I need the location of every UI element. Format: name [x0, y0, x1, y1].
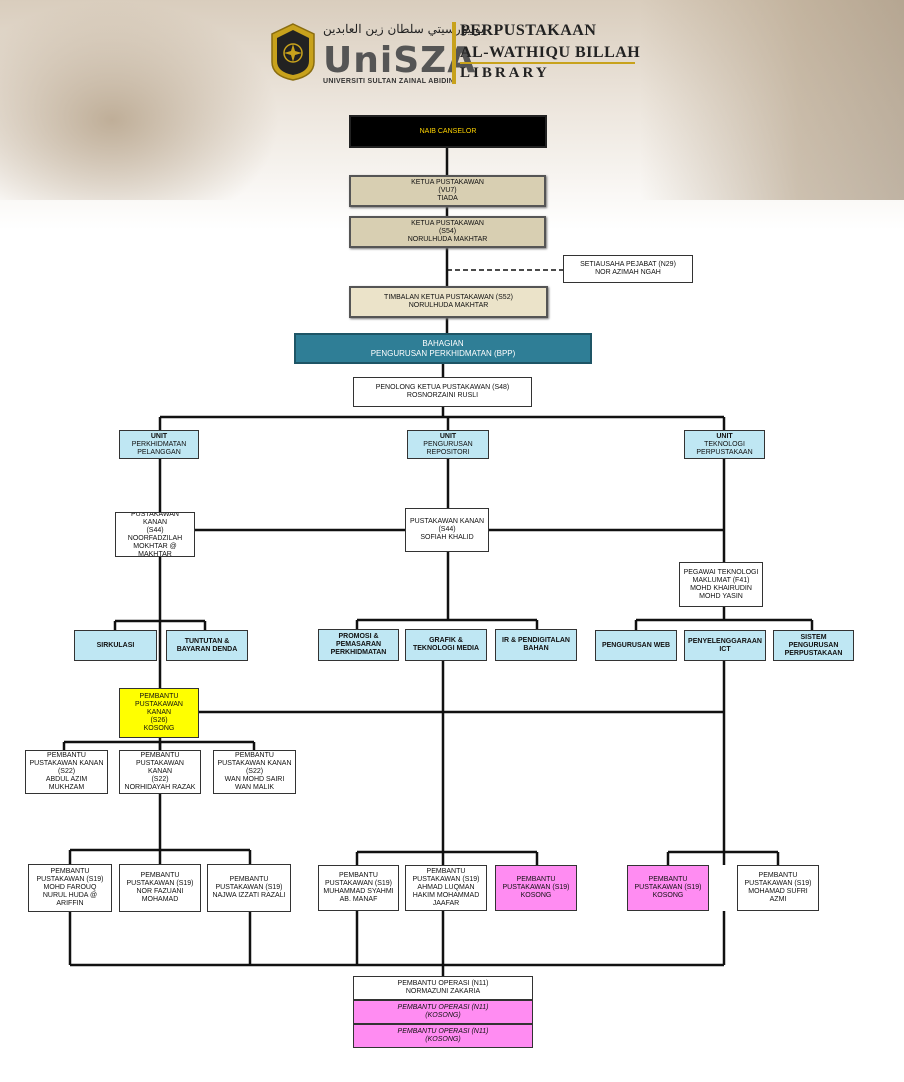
box-ketua-pustakawan-vu7: KETUA PUSTAKAWAN (VU7) TIADA [349, 175, 546, 207]
box-pembantu-operasi-3: PEMBANTU OPERASI (N11) (KOSONG) [353, 1024, 533, 1048]
box-pembantu-pustakawan-kanan-s22-1: PEMBANTU PUSTAKAWAN KANAN (S22) ABDUL AZ… [25, 750, 108, 794]
logo-divider [452, 22, 456, 84]
uni-wordmark: UniSZA [323, 40, 477, 81]
box-ketua-pustakawan-s54: KETUA PUSTAKAWAN (S54) NORULHUDA MAKHTAR [349, 216, 546, 248]
box-pustakawan-kanan-2: PUSTAKAWAN KANAN (S44) SOFIAH KHALID [405, 508, 489, 552]
box-unit-teknologi-perpustakaan: UNIT TEKNOLOGI PERPUSTAKAAN [684, 430, 765, 459]
box-pembantu-pustakawan-kanan-s22-3: PEMBANTU PUSTAKAWAN KANAN (S22) WAN MOHD… [213, 750, 296, 794]
box-pembantu-pustakawan-s19-8: PEMBANTU PUSTAKAWAN (S19) MOHAMAD SUFRI … [737, 865, 819, 911]
box-penyelenggaraan-ict: PENYELENGGARAAN ICT [684, 630, 766, 661]
box-unit-pengurusan-repositori: UNIT PENGURUSAN REPOSITORI [407, 430, 489, 459]
box-pembantu-pustakawan-s19-7: PEMBANTU PUSTAKAWAN (S19) KOSONG [627, 865, 709, 911]
library-title-line2: AL-WATHIQU BILLAH [460, 44, 641, 61]
box-pembantu-pustakawan-s19-2: PEMBANTU PUSTAKAWAN (S19) NOR FAZUANI MO… [119, 864, 201, 912]
box-sirkulasi: SIRKULASI [74, 630, 157, 661]
library-logo: يونيۏرسيتي سلطان زين العابدين UniSZA UNI… [268, 20, 648, 90]
library-title-line3: LIBRARY [460, 65, 550, 81]
uni-fullname: UNIVERSITI SULTAN ZAINAL ABIDIN [323, 78, 455, 85]
box-pengurusan-web: PENGURUSAN WEB [595, 630, 677, 661]
box-penolong-ketua: PENOLONG KETUA PUSTAKAWAN (S48) ROSNORZA… [353, 377, 532, 407]
box-sistem-pengurusan-perpustakaan: SISTEM PENGURUSAN PERPUSTAKAAN [773, 630, 854, 661]
box-tuntutan-bayaran-denda: TUNTUTAN & BAYARAN DENDA [166, 630, 248, 661]
box-pembantu-pustakawan-s19-6: PEMBANTU PUSTAKAWAN (S19) KOSONG [495, 865, 577, 911]
book-photo [0, 0, 280, 200]
box-pembantu-pustakawan-s19-4: PEMBANTU PUSTAKAWAN (S19) MUHAMMAD SYAHM… [318, 865, 399, 911]
box-pembantu-pustakawan-s19-5: PEMBANTU PUSTAKAWAN (S19) AHMAD LUQMAN H… [405, 865, 487, 911]
box-setiausaha-pejabat: SETIAUSAHA PEJABAT (N29) NOR AZIMAH NGAH [563, 255, 693, 283]
unisza-emblem-icon [271, 23, 315, 81]
box-pustakawan-kanan-1: PUSTAKAWAN KANAN (S44) NOORFADZILAH MOKH… [115, 512, 195, 557]
box-ir-pendigitalan-bahan: IR & PENDIGITALAN BAHAN [495, 629, 577, 661]
box-pembantu-pustakawan-kanan-s22-2: PEMBANTU PUSTAKAWAN KANAN (S22) NORHIDAY… [119, 750, 201, 794]
box-pembantu-pustakawan-s19-3: PEMBANTU PUSTAKAWAN (S19) NAJWA IZZATI R… [207, 864, 291, 912]
arabic-name: يونيۏرسيتي سلطان زين العابدين [323, 22, 485, 36]
box-bahagian-bpp: BAHAGIAN PENGURUSAN PERKHIDMATAN (BPP) [294, 333, 592, 364]
box-grafik-teknologi-media: GRAFIK & TEKNOLOGI MEDIA [405, 629, 487, 661]
box-pembantu-operasi-2: PEMBANTU OPERASI (N11) (KOSONG) [353, 1000, 533, 1024]
logo-underline [460, 62, 635, 64]
library-title-line1: PERPUSTAKAAN [460, 22, 597, 39]
building-photo [640, 0, 904, 200]
box-naib-canselor: NAIB CANSELOR [349, 115, 547, 148]
box-pembantu-pustakawan-kanan-s26: PEMBANTU PUSTAKAWAN KANAN (S26) KOSONG [119, 688, 199, 738]
box-unit-perkhidmatan-pelanggan: UNIT PERKHIDMATAN PELANGGAN [119, 430, 199, 459]
box-promosi-pemasaran: PROMOSI & PEMASARAN PERKHIDMATAN [318, 629, 399, 661]
box-pegawai-teknologi-maklumat: PEGAWAI TEKNOLOGI MAKLUMAT (F41) MOHD KH… [679, 562, 763, 607]
box-pembantu-operasi-1: PEMBANTU OPERASI (N11) NORMAZUNI ZAKARIA [353, 976, 533, 1000]
box-pembantu-pustakawan-s19-1: PEMBANTU PUSTAKAWAN (S19) MOHD FAROUQ NU… [28, 864, 112, 912]
box-timbalan-ketua: TIMBALAN KETUA PUSTAKAWAN (S52) NORULHUD… [349, 286, 548, 318]
